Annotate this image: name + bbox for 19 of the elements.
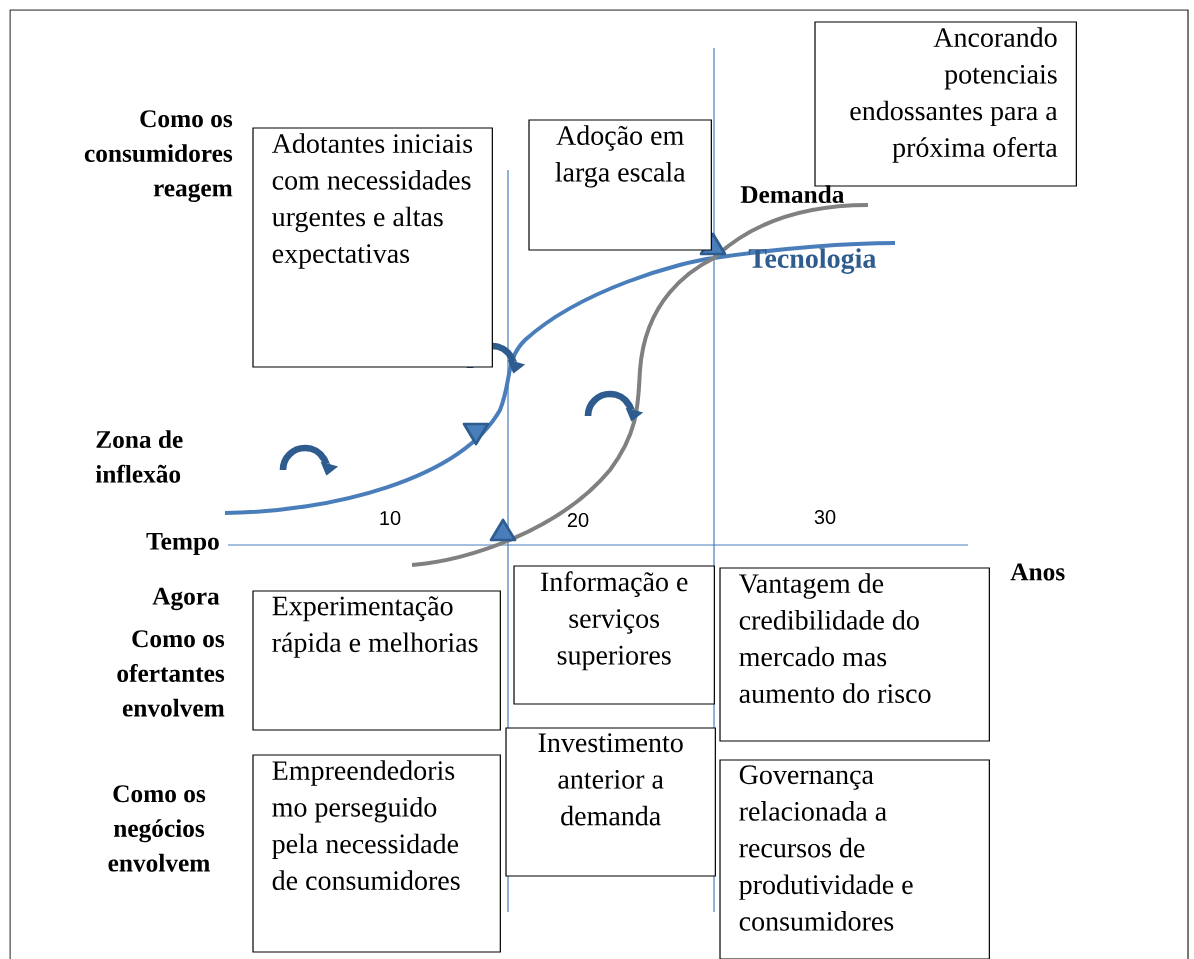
text-box: Adoção em larga escala (528, 119, 712, 251)
axis-tick-label: 30 (814, 509, 836, 525)
axis-tick-label: 10 (380, 510, 401, 526)
text-box: Investimento anterior a demanda (505, 727, 716, 877)
text-box: Governança relacionada a recursos de produtividade e consumidores (719, 759, 990, 959)
curve-label: Demanda (740, 185, 845, 204)
curve-label: Tecnologia (748, 248, 876, 274)
text-box: Empreendedoris mo perseguido pela necessidade de consumidores (252, 754, 501, 953)
row-label: Como os negócios envolvem (108, 785, 210, 872)
row-label: Agora (152, 587, 220, 611)
text-box: Vantagem de credibilidade do mercado mas aumento do risco (719, 567, 990, 742)
axis-tick-label: 20 (567, 512, 589, 528)
text-box: Adotantes iniciais com necessidades urgentes e altas expectativas (252, 127, 493, 368)
axis-label: Anos (1010, 563, 1065, 581)
row-label: Como os ofertantes envolvem (117, 630, 225, 717)
text-box: Experimentação rápida e melhorias (252, 590, 501, 731)
row-label: Zona de inflexão (95, 430, 183, 483)
row-label: Tempo (146, 533, 219, 555)
text-box: Informação e serviços superiores (513, 565, 715, 705)
